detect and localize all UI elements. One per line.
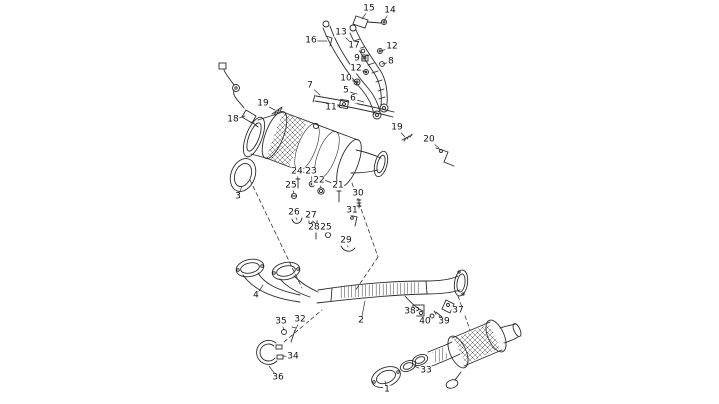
- part-callout-30: 30: [351, 188, 365, 199]
- part-callout-9: 9: [353, 53, 361, 64]
- rear-pipe-assembly: [371, 319, 522, 389]
- part-callout-35: 35: [274, 316, 288, 327]
- part-callout-20: 20: [422, 134, 436, 145]
- stud-19-left: [271, 106, 283, 116]
- part-callout-6: 6: [349, 93, 357, 104]
- part-callout-26: 26: [287, 207, 301, 218]
- part-callout-22: 22: [312, 175, 326, 186]
- part-callout-36: 36: [271, 372, 285, 383]
- part-callout-4: 4: [252, 290, 260, 301]
- part-callout-34: 34: [286, 351, 300, 362]
- part-callout-7: 7: [306, 80, 314, 91]
- front-y-pipe: [235, 258, 319, 303]
- part-callout-3: 3: [234, 191, 242, 202]
- part-callout-25: 25: [284, 180, 298, 191]
- part-callout-32: 32: [293, 314, 307, 325]
- support-pipe: [312, 94, 395, 118]
- part-callout-19: 19: [256, 98, 270, 109]
- stud-19-right: [401, 133, 413, 142]
- part-callout-21: 21: [331, 180, 345, 191]
- part-callout-24: 24: [290, 166, 304, 177]
- hanger-group: [404, 295, 455, 319]
- part-callout-10: 10: [339, 73, 353, 84]
- part-callout-16: 16: [304, 35, 318, 46]
- part-callout-12: 12: [385, 41, 399, 52]
- part-callout-33: 33: [419, 365, 433, 376]
- part-callout-13: 13: [334, 27, 348, 38]
- part-callout-27: 27: [304, 210, 318, 221]
- part-callout-19: 19: [390, 122, 404, 133]
- part-callout-18: 18: [226, 114, 240, 125]
- part-callout-29: 29: [339, 235, 353, 246]
- intermediate-pipe: [316, 269, 469, 304]
- part-callout-15: 15: [362, 3, 376, 14]
- part-callout-39: 39: [437, 316, 451, 327]
- part-callout-38: 38: [403, 306, 417, 317]
- bracket-16: [325, 35, 333, 47]
- part-callout-25: 25: [319, 222, 333, 233]
- part-callout-12: 12: [349, 63, 363, 74]
- part-callout-1: 1: [383, 384, 391, 395]
- part-callout-31: 31: [345, 205, 359, 216]
- part-callout-37: 37: [451, 305, 465, 316]
- part-callout-28: 28: [307, 222, 321, 233]
- part-callout-17: 17: [347, 40, 361, 51]
- inlet-gasket: [229, 158, 257, 192]
- part-callout-8: 8: [387, 56, 395, 67]
- part-callout-23: 23: [304, 166, 318, 177]
- part-callout-5: 5: [342, 85, 350, 96]
- clamp-group: [256, 326, 297, 365]
- oxygen-sensor: [218, 62, 259, 128]
- part-callout-40: 40: [418, 316, 432, 327]
- part-callout-14: 14: [383, 5, 397, 16]
- coolant-pipes: [322, 20, 389, 120]
- part-callout-11: 11: [324, 102, 338, 113]
- part-callout-2: 2: [357, 315, 365, 326]
